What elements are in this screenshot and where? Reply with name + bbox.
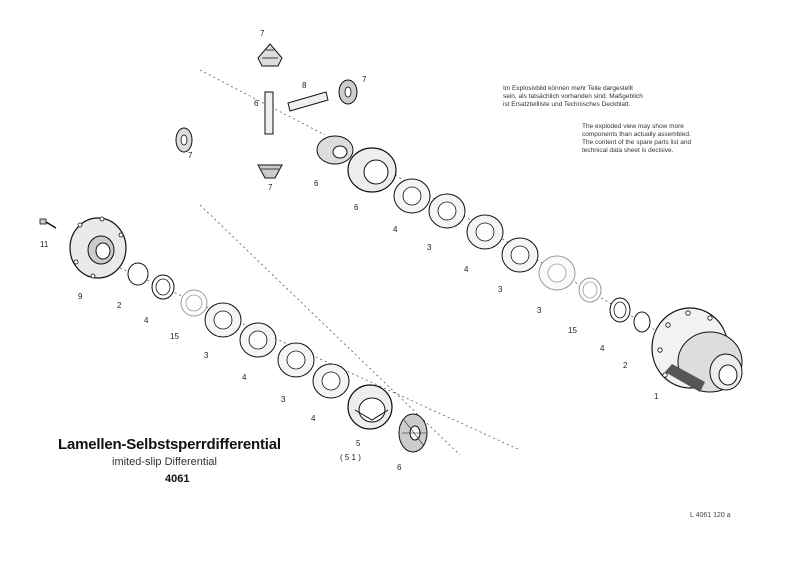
thrust-washer-upper (609, 297, 631, 323)
pressure-ring-lower (347, 384, 393, 430)
clutch-disc-upper-4 (501, 237, 539, 273)
shim-upper (578, 277, 602, 303)
differential-pinion-gear-bottom (257, 164, 283, 179)
cross-shaft-horizontal (287, 91, 329, 112)
clutch-disc-upper-3 (466, 214, 504, 250)
part-label: 7 (362, 75, 367, 84)
part-label: 9 (78, 292, 83, 301)
part-label: 11 (40, 240, 49, 249)
cover-bolt (39, 218, 57, 229)
part-label: 6 (397, 463, 402, 472)
part-label: 6 (254, 99, 259, 108)
part-label: 4 (393, 225, 398, 234)
disclaimer-note-english: The exploded view may show more componen… (582, 123, 692, 154)
part-label: 15 (170, 332, 179, 341)
part-label: ( 5 1 ) (340, 453, 361, 462)
part-label: 6 (314, 179, 319, 188)
part-label: 4 (144, 316, 149, 325)
part-label: 8 (302, 81, 307, 90)
differential-housing (651, 307, 743, 393)
part-label: 7 (188, 151, 193, 160)
part-label: 1 (654, 392, 659, 401)
part-label: 7 (260, 29, 265, 38)
part-label: 3 (498, 285, 503, 294)
clutch-disc-upper-5 (538, 255, 576, 291)
document-reference: L 4061 120 a (690, 512, 731, 519)
cross-shaft-vertical (264, 91, 274, 135)
clutch-disc-lower-2 (239, 322, 277, 358)
spacer-ring-upper (633, 311, 651, 333)
part-label: 3 (204, 351, 209, 360)
part-label: 3 (427, 243, 432, 252)
differential-pinion-gear-left (175, 127, 193, 153)
clutch-disc-upper-2 (428, 193, 466, 229)
part-label: 6 (354, 203, 359, 212)
clutch-disc-lower-1 (204, 302, 242, 338)
differential-pinion-gear-top (257, 43, 283, 67)
part-label: 2 (117, 301, 122, 310)
part-label: 5 (356, 439, 361, 448)
housing-cover (69, 216, 127, 279)
side-gear-lower (398, 413, 428, 453)
spacer-ring-lower (127, 262, 149, 286)
part-labels: 7 8 7 6 7 7 6 6 4 3 4 3 3 15 4 2 1 11 9 … (40, 29, 659, 472)
disclaimer-note-german: Im Explosivbild können mehr Teile darges… (503, 85, 643, 108)
part-label: 7 (268, 183, 273, 192)
thrust-washer-lower (151, 274, 175, 300)
part-label: 4 (600, 344, 605, 353)
diagram-title-german: Lamellen-Selbstsperrdifferential (58, 436, 281, 453)
part-label: 4 (311, 414, 316, 423)
clutch-disc-upper-1 (393, 178, 431, 214)
differential-pinion-gear-right (338, 79, 358, 105)
part-label: 3 (537, 306, 542, 315)
part-label: 3 (281, 395, 286, 404)
clutch-disc-lower-3 (277, 342, 315, 378)
pressure-ring-upper (347, 147, 397, 193)
clutch-disc-lower-4 (312, 363, 350, 399)
part-label: 4 (464, 265, 469, 274)
shim-lower (180, 289, 208, 317)
side-gear-upper (316, 135, 354, 165)
diagram-title-english: imited-slip Differential (112, 456, 217, 468)
part-label: 15 (568, 326, 577, 335)
diagram-number: 4061 (165, 473, 190, 485)
part-label: 4 (242, 373, 247, 382)
part-label: 2 (623, 361, 628, 370)
